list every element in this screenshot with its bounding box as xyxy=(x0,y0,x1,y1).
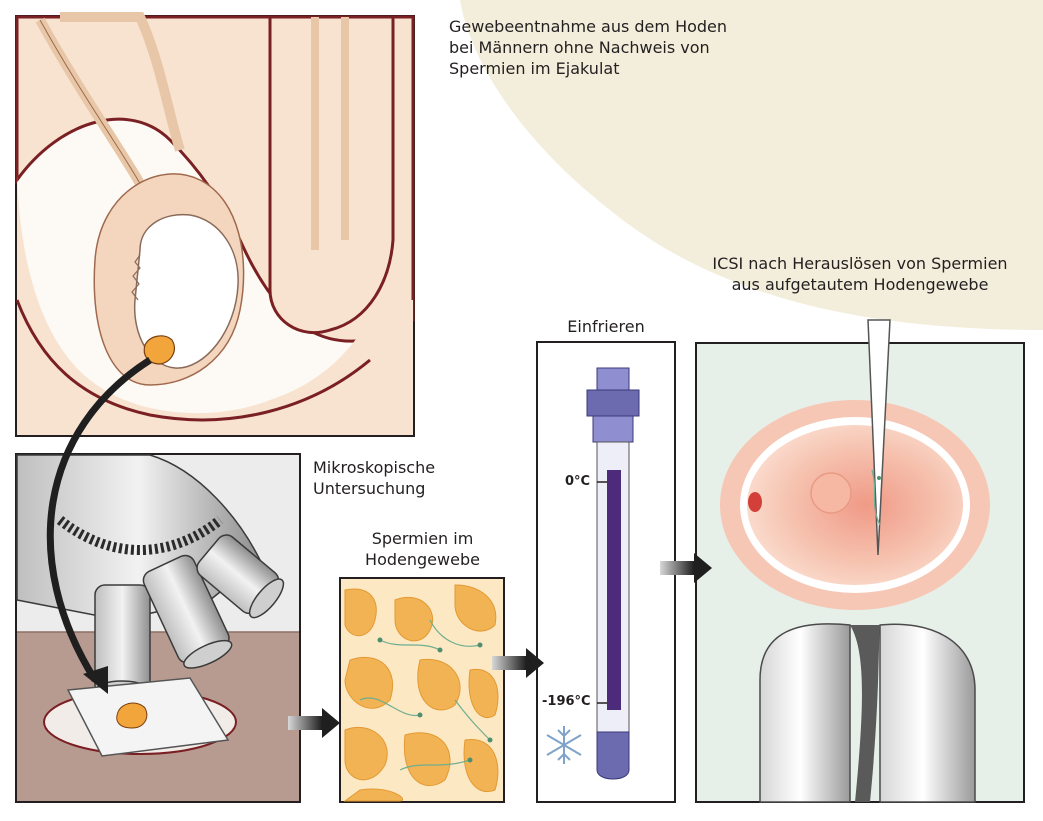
icsi-panel xyxy=(695,319,1025,803)
snowflake-icon xyxy=(546,726,582,764)
slide-sample xyxy=(116,702,148,729)
background-arc xyxy=(300,0,1043,330)
injection-needle xyxy=(867,319,891,556)
biopsy-to-slide-arrow xyxy=(46,357,152,682)
testis-biopsy-panel xyxy=(15,12,415,437)
cryotube-cap xyxy=(586,389,640,417)
caption-line: Mikroskopische xyxy=(313,458,436,477)
arrow-microscopy-to-tissue xyxy=(288,708,340,738)
caption-line: Hodengewebe xyxy=(365,550,480,569)
caption-line: Untersuchung xyxy=(313,479,426,498)
temperature-bottom-label: -196°C xyxy=(542,694,591,709)
caption-line: aus aufgetautem Hodengewebe xyxy=(731,275,989,294)
microscopy-panel xyxy=(15,453,301,803)
biopsy-caption: Gewebeentnahme aus dem Hoden bei Männern… xyxy=(449,16,727,79)
holding-pipette xyxy=(759,623,851,803)
caption-line: ICSI nach Herauslösen von Spermien xyxy=(712,254,1008,273)
caption-line: bei Männern ohne Nachweis von xyxy=(449,38,710,57)
freezing-caption: Einfrieren xyxy=(537,316,675,337)
tissue-panel xyxy=(339,577,505,803)
glass-slide xyxy=(66,677,230,757)
polar-body xyxy=(748,492,762,512)
caption-line: Spermien im xyxy=(371,529,474,548)
microscopy-caption: Mikroskopische Untersuchung xyxy=(313,457,435,499)
pronucleus xyxy=(810,472,852,514)
caption-line: Gewebeentnahme aus dem Hoden xyxy=(449,17,728,36)
tissue-caption: Spermien im Hodengewebe xyxy=(345,528,500,570)
egg-cell xyxy=(747,425,963,585)
freezing-panel xyxy=(536,341,676,803)
icsi-caption: ICSI nach Herauslösen von Spermien aus a… xyxy=(690,253,1030,295)
arrow-freezing-to-icsi xyxy=(660,553,712,583)
caption-line: Spermien im Ejakulat xyxy=(449,59,620,78)
cryotube-contents xyxy=(607,470,621,710)
caption-line: Einfrieren xyxy=(567,317,645,336)
temperature-top-label: 0°C xyxy=(565,474,591,489)
arrow-tissue-to-freezing xyxy=(492,648,544,678)
